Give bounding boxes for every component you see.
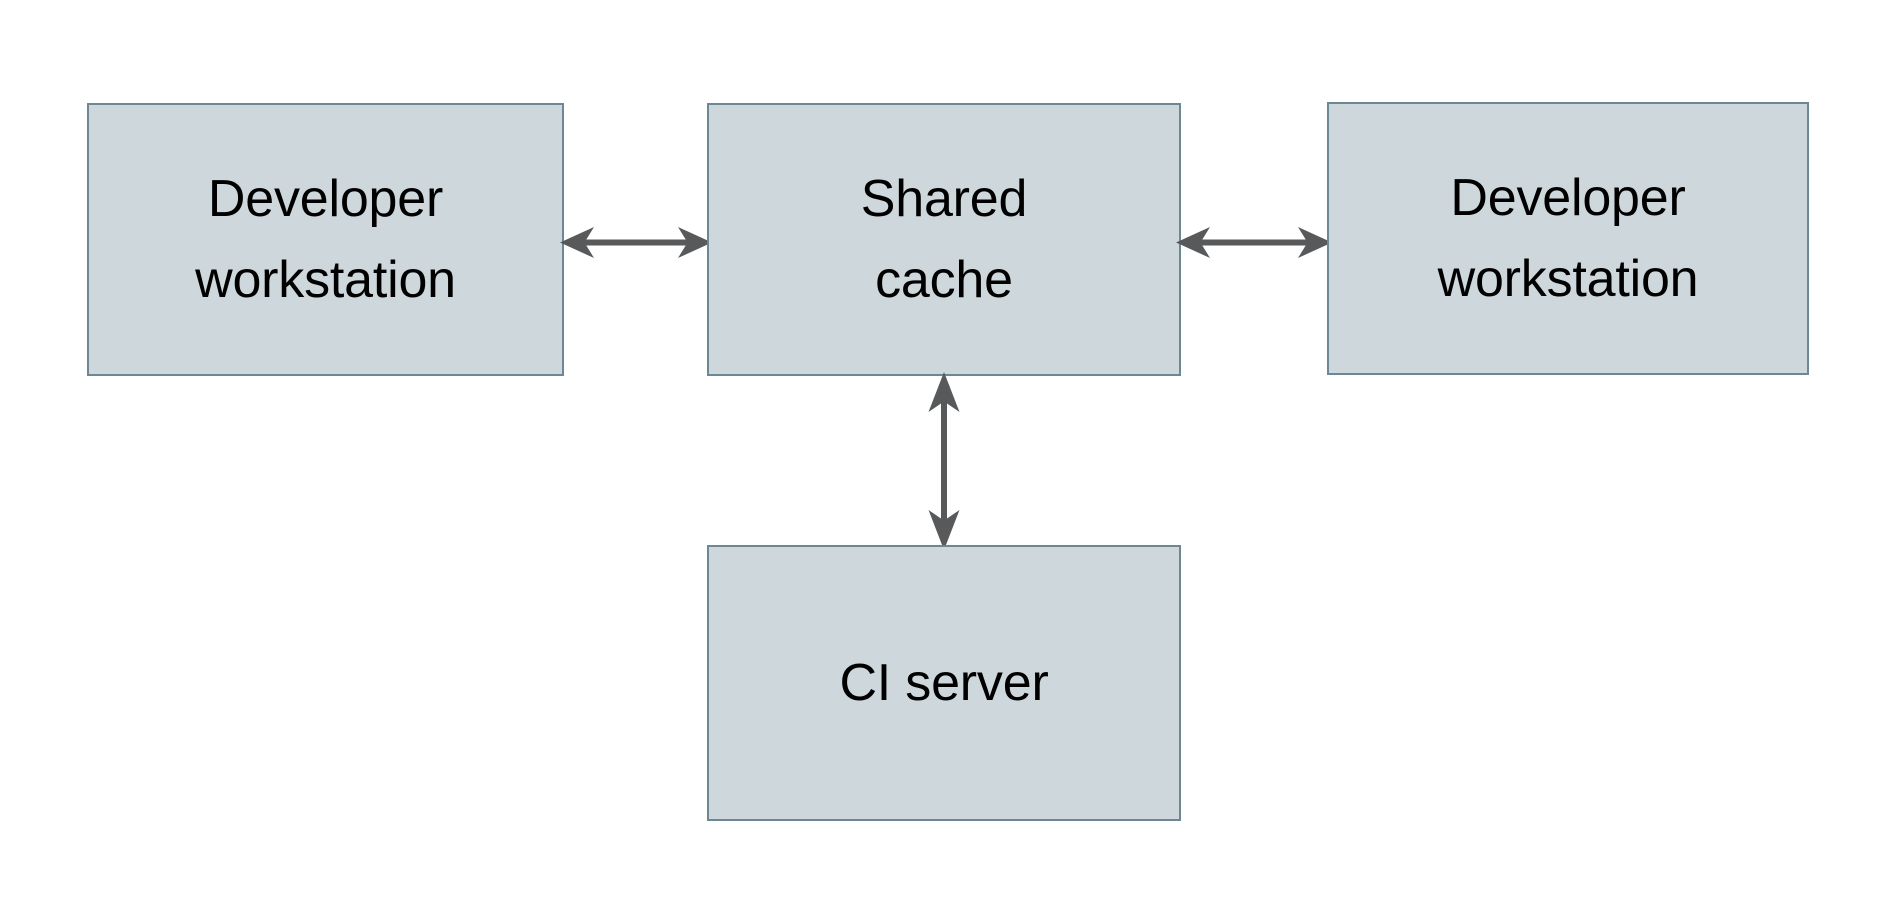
node-developer-workstation-left[interactable]: Developer workstation: [87, 103, 564, 376]
node-label: Shared cache: [860, 169, 1028, 309]
node-developer-workstation-right[interactable]: Developer workstation: [1327, 102, 1809, 375]
connector-dev-left-to-shared-cache[interactable]: [560, 215, 712, 270]
double-arrow-icon: [1176, 227, 1332, 258]
node-label: CI server: [839, 653, 1049, 712]
node-ci-server[interactable]: CI server: [707, 545, 1181, 821]
node-label: Developer workstation: [195, 169, 456, 309]
double-arrow-icon: [560, 227, 712, 258]
connector-ci-server-to-shared-cache[interactable]: [915, 372, 973, 550]
connector-shared-cache-to-dev-right[interactable]: [1176, 215, 1332, 270]
node-label: Developer workstation: [1437, 168, 1699, 308]
node-shared-cache[interactable]: Shared cache: [707, 103, 1181, 376]
double-arrow-icon: [928, 372, 960, 550]
